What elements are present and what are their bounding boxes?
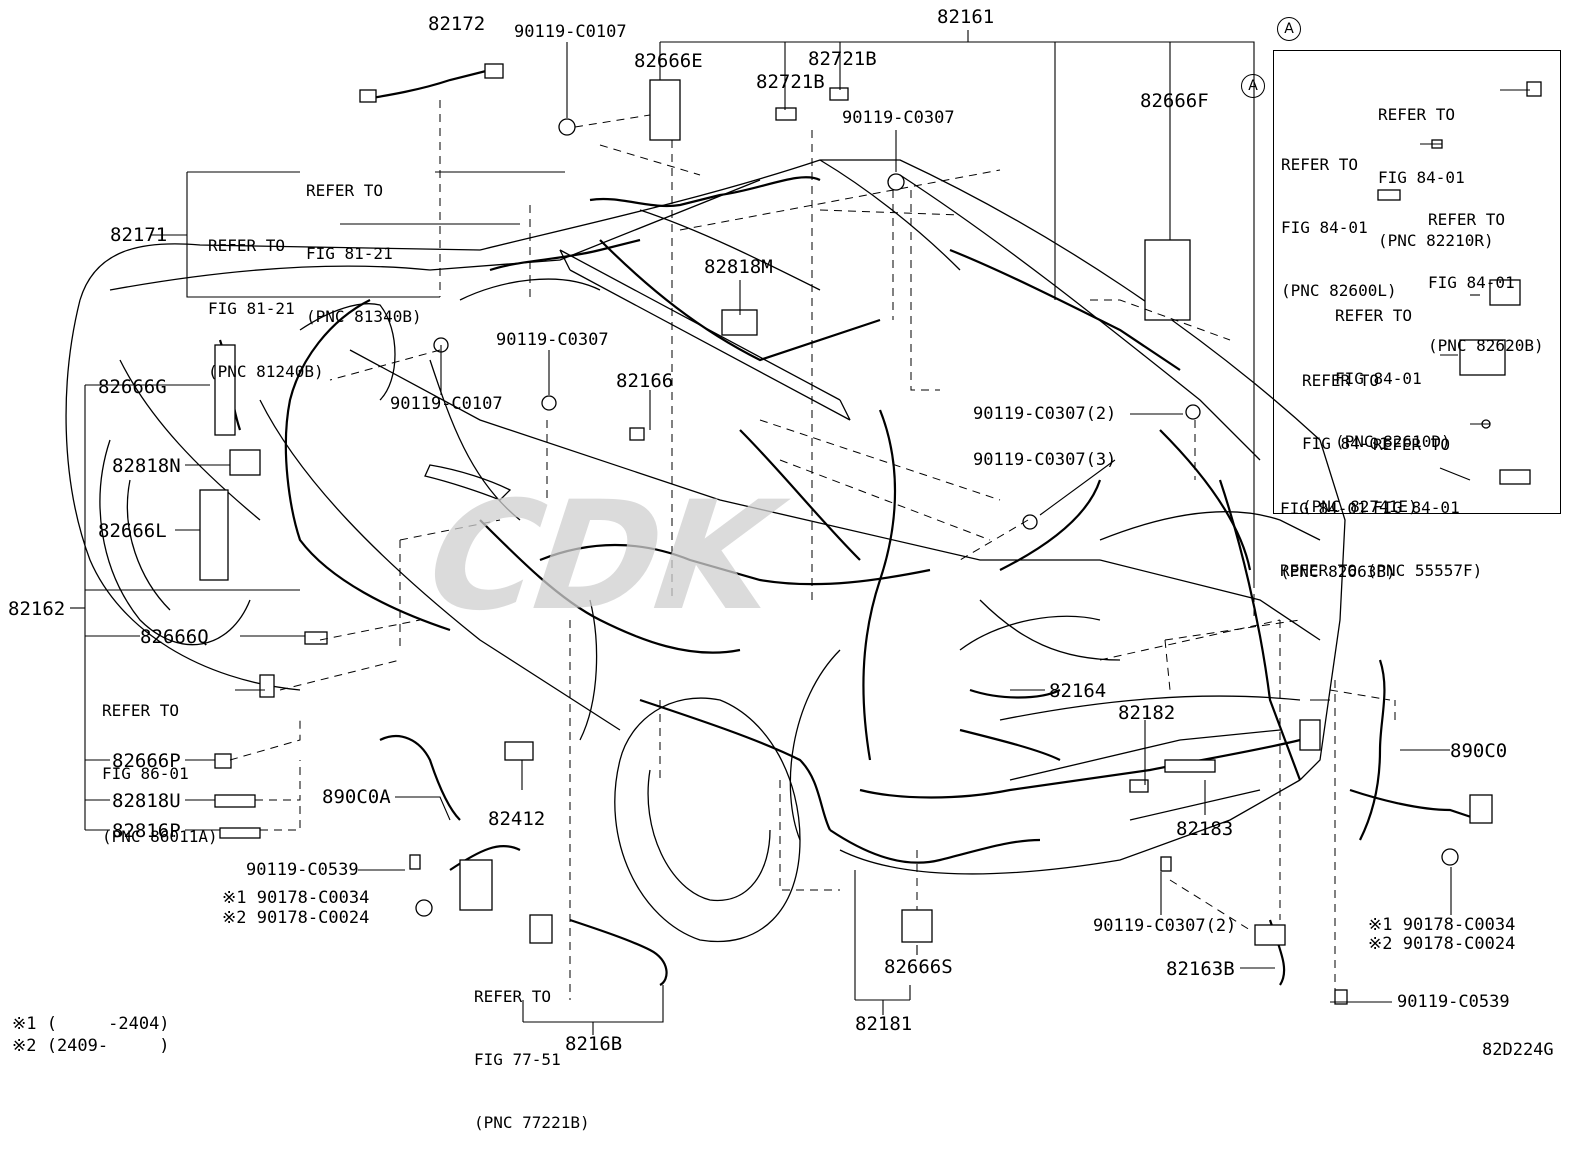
bolt-90119-C0307-2: 90119-C0307(2) <box>973 404 1117 424</box>
part-890C0A: 890C0A <box>322 786 391 808</box>
part-82164: 82164 <box>1049 680 1107 702</box>
nut-90178-C0024-right: ※2 90178-C0024 <box>1368 934 1516 954</box>
footnote-1: ※1 ( -2404) <box>12 1014 170 1034</box>
section-marker-a-main: A <box>1241 74 1265 98</box>
bolt-90119-C0107-top: 90119-C0107 <box>514 22 627 42</box>
part-82166: 82166 <box>616 370 674 392</box>
watermark: CDK <box>401 470 798 644</box>
ref-86011A: REFER TO FIG 86-01 (PNC 86011A) <box>102 701 218 846</box>
bolt-90119-C0539-right: 90119-C0539 <box>1397 992 1510 1012</box>
dashed-guides <box>229 100 1396 1000</box>
ref-82663B: FIG 84-01 (PNC 82663B) <box>1280 499 1396 581</box>
part-82818N: 82818N <box>112 455 181 477</box>
part-82666Q: 82666Q <box>140 626 209 648</box>
nut-90178-C0024-left: ※2 90178-C0024 <box>222 908 370 928</box>
ref-82620B: REFER TO FIG 84-01 (PNC 82620B) <box>1428 210 1544 355</box>
part-8216B: 8216B <box>565 1033 623 1055</box>
part-82666G: 82666G <box>98 376 167 398</box>
bolt-90119-C0107-mid: 90119-C0107 <box>390 394 503 414</box>
ref-82600L: REFER TO FIG 84-01 (PNC 82600L) <box>1281 155 1397 300</box>
part-82666E: 82666E <box>634 50 703 72</box>
part-82721B-lower: 82721B <box>756 71 825 93</box>
part-82181: 82181 <box>855 1013 913 1035</box>
harness-runs <box>218 68 1481 986</box>
nut-90178-C0034-left: ※1 90178-C0034 <box>222 888 370 908</box>
part-890C0: 890C0 <box>1450 740 1508 762</box>
ref-81240B: REFER TO FIG 81-21 (PNC 81240B) <box>208 236 324 381</box>
components <box>199 63 1542 1005</box>
part-82163B: 82163B <box>1166 958 1235 980</box>
bolt-90119-C0307-top: 90119-C0307 <box>842 108 955 128</box>
part-82666L: 82666L <box>98 520 167 542</box>
ref-81340B: REFER TO FIG 81-21 (PNC 81340B) <box>306 181 422 326</box>
footnote-2: ※2 (2409- ) <box>12 1036 170 1056</box>
part-82818U: 82818U <box>112 790 181 812</box>
inset-box-a <box>1273 50 1561 514</box>
part-82183: 82183 <box>1176 818 1234 840</box>
ref-82210R: REFER TO FIG 84-01 (PNC 82210R) <box>1378 105 1494 250</box>
part-82161: 82161 <box>937 6 995 28</box>
part-82721B-upper: 82721B <box>808 48 877 70</box>
part-82816P: 82816P <box>112 820 181 842</box>
part-82162: 82162 <box>8 598 66 620</box>
wiring-harness-diagram <box>65 30 1542 1035</box>
part-82182: 82182 <box>1118 702 1176 724</box>
drawing-code: 82D224G <box>1482 1040 1554 1060</box>
bolt-90119-C0307-mid: 90119-C0307 <box>496 330 609 350</box>
ref-82610D: REFER TO FIG 84-01 (PNC 82610D) <box>1335 306 1451 451</box>
bolt-90119-C0307-2-bottom: 90119-C0307(2) <box>1093 916 1237 936</box>
part-82666P: 82666P <box>112 750 181 772</box>
ref-77221B: REFER TO FIG 77-51 (PNC 77221B) <box>474 987 590 1132</box>
vehicle-body-outline <box>65 159 1346 943</box>
bolt-90119-C0307-3: 90119-C0307(3) <box>973 450 1117 470</box>
part-82818M: 82818M <box>704 256 773 278</box>
part-82666F: 82666F <box>1140 90 1209 112</box>
bolt-90119-C0539-left: 90119-C0539 <box>246 860 359 880</box>
part-82171: 82171 <box>110 224 168 246</box>
ref-55557F: REFER TO FIG 84-01 REFER TO (PNC 55557F) <box>1280 435 1483 580</box>
leader-lines <box>70 30 1530 1035</box>
nut-90178-C0034-right: ※1 90178-C0034 <box>1368 915 1516 935</box>
ref-82741E: REFER TO FIG 84-01 (PNC 82741E) <box>1302 371 1418 516</box>
section-marker-a-inset: A <box>1277 17 1301 41</box>
part-82412: 82412 <box>488 808 546 830</box>
part-82666S: 82666S <box>884 956 953 978</box>
part-82172: 82172 <box>428 13 486 35</box>
